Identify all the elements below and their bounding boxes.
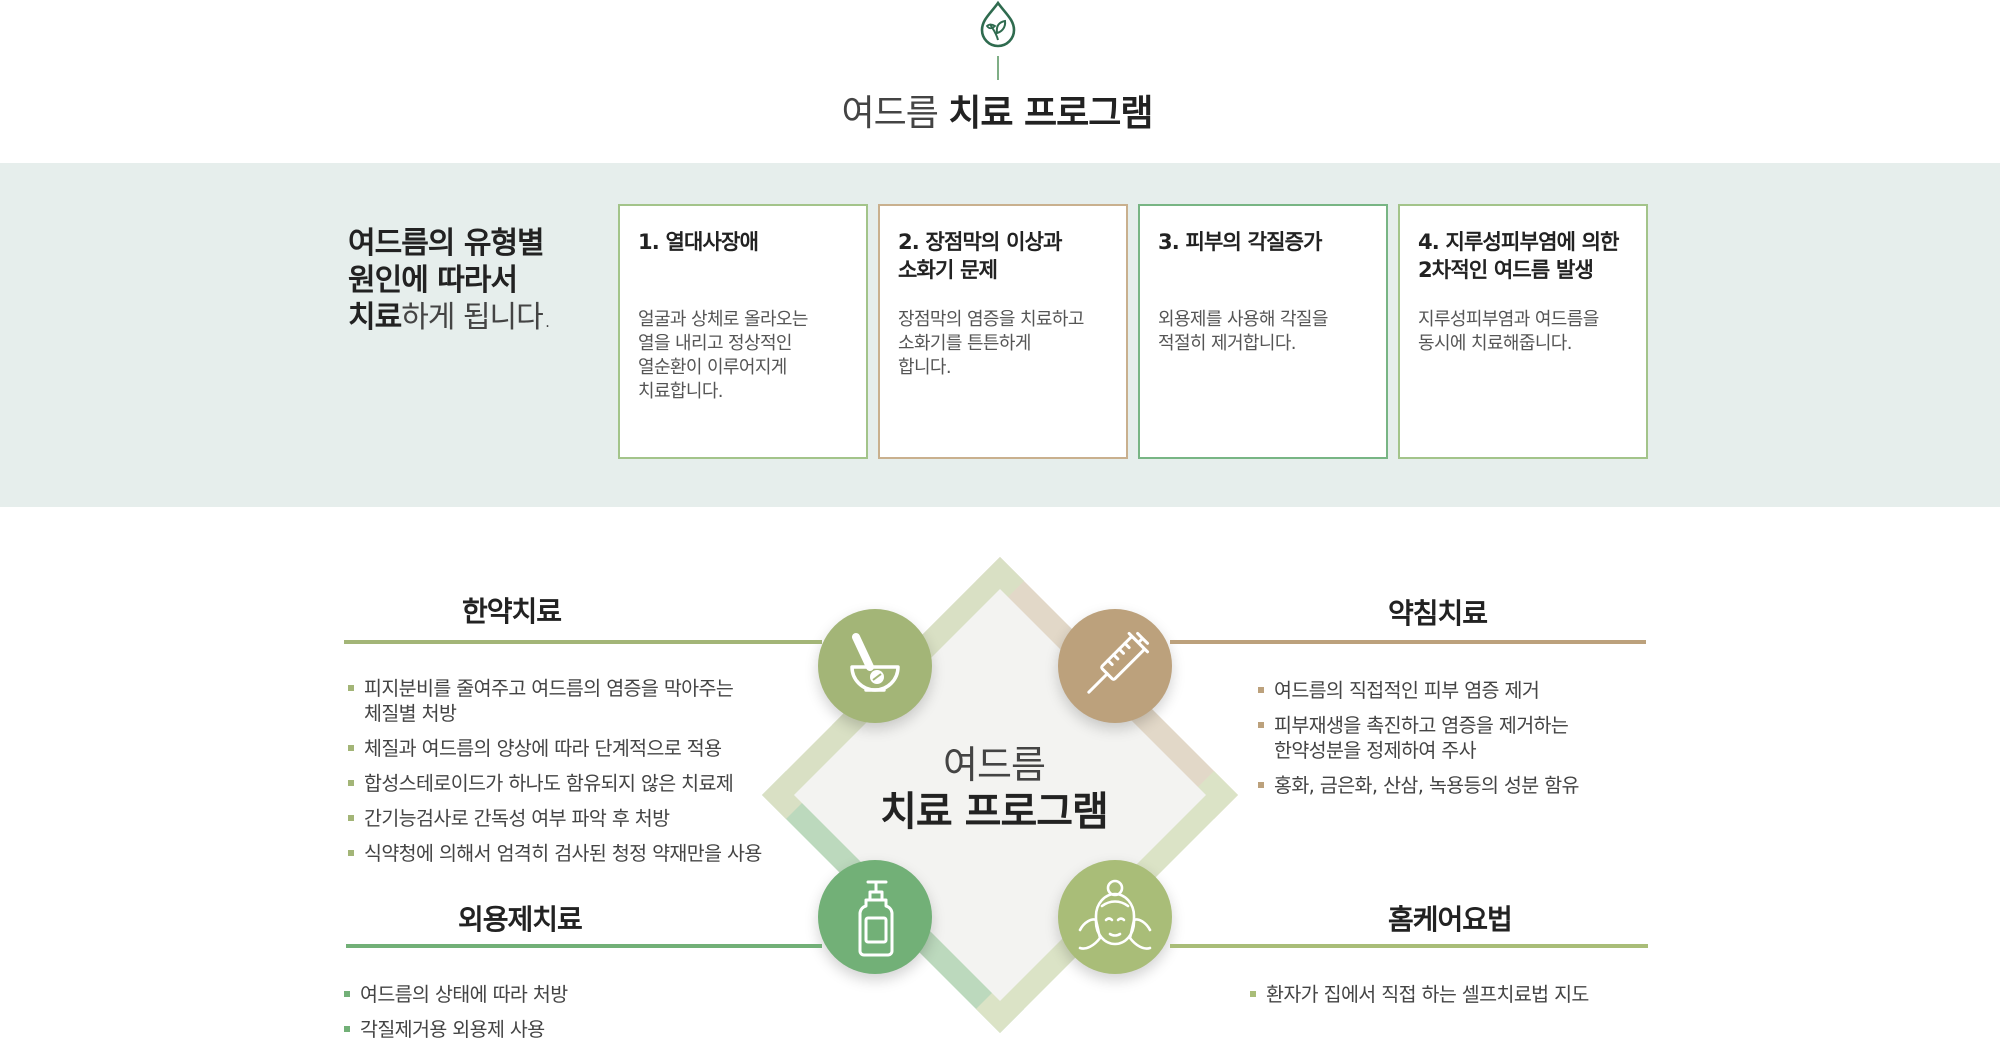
acne-type-card-3: 3. 피부의 각질증가 외용제를 사용해 각질을 적절히 제거합니다. [1138,204,1388,459]
leaf-drop-logo-icon [980,0,1016,48]
list-item: 식약청에 의해서 엄격히 검사된 청정 약재만을 사용 [348,841,762,866]
list-item: 체질과 여드름의 양상에 따라 단계적으로 적용 [348,736,762,761]
topical-treatment-badge [818,860,932,974]
acne-type-card-2: 2. 장점막의 이상과 소화기 문제 장점막의 염증을 치료하고 소화기를 튼튼… [878,204,1128,459]
homecare-treatment-title: 홈케어요법 [1388,903,1513,936]
card-description: 얼굴과 상체로 올라오는 열을 내리고 정상적인 열순환이 이루어지게 치료합니… [638,309,808,402]
topical-treatment-list: 여드름의 상태에 따라 처방 각질제거용 외용제 사용 [344,982,568,1040]
list-item: 홍화, 금은화, 산삼, 녹용등의 성분 함유 [1258,773,1579,798]
mortar-pestle-icon [850,633,900,692]
herbal-treatment-badge [818,609,932,723]
list-item: 피부재생을 촉진하고 염증을 제거하는 한약성분을 정제하여 주사 [1258,713,1579,763]
list-item: 여드름의 상태에 따라 처방 [344,982,568,1007]
program-center-title: 여드름 치료 프로그램 [880,743,1109,835]
homecare-treatment-badge [1058,860,1172,974]
list-item: 각질제거용 외용제 사용 [344,1017,568,1040]
page-header: 여드름 치료 프로그램 [0,0,2000,163]
list-item: 환자가 집에서 직접 하는 셀프치료법 지도 [1250,982,1589,1007]
acne-type-card-4: 4. 지루성피부염에 의한 2차적인 여드름 발생 지루성피부염과 여드름을 동… [1398,204,1648,459]
page-title: 여드름 치료 프로그램 [841,93,1153,134]
syringe-icon [1087,631,1150,694]
header-divider [997,56,999,80]
list-item: 피지분비를 줄여주고 여드름의 염증을 막아주는 체질별 처방 [348,676,762,726]
list-item: 합성스테로이드가 하나도 함유되지 않은 치료제 [348,771,762,796]
list-item: 여드름의 직접적인 피부 염증 제거 [1258,678,1579,703]
card-title: 4. 지루성피부염에 의한 2차적인 여드름 발생 [1418,230,1620,282]
face-massage-icon [1078,879,1152,950]
acupuncture-treatment-title: 약침치료 [1388,597,1488,630]
card-description: 지루성피부염과 여드름을 동시에 치료해줍니다. [1418,309,1599,354]
card-title: 1. 열대사장애 [638,230,759,254]
acupuncture-treatment-list: 여드름의 직접적인 피부 염증 제거 피부재생을 촉진하고 염증을 제거하는 한… [1258,678,1579,808]
acne-types-heading: 여드름의 유형별 원인에 따라서 치료하게 됩니다. [348,226,552,335]
acupuncture-treatment-divider [1170,640,1646,644]
list-item: 간기능검사로 간독성 여부 파악 후 처방 [348,806,762,831]
card-title: 3. 피부의 각질증가 [1158,230,1322,254]
homecare-treatment-divider [1170,944,1648,948]
topical-treatment-title: 외용제치료 [458,903,583,936]
card-description: 장점막의 염증을 치료하고 소화기를 튼튼하게 합니다. [898,309,1084,378]
herbal-treatment-divider [344,640,822,644]
acupuncture-treatment-badge [1058,609,1172,723]
acne-type-card-1: 1. 열대사장애 얼굴과 상체로 올라오는 열을 내리고 정상적인 열순환이 이… [618,204,868,459]
card-description: 외용제를 사용해 각질을 적절히 제거합니다. [1158,309,1328,354]
topical-treatment-divider [346,944,822,948]
pump-bottle-icon [858,880,894,957]
card-title: 2. 장점막의 이상과 소화기 문제 [898,230,1062,282]
herbal-treatment-title: 한약치료 [462,595,562,628]
homecare-treatment-list: 환자가 집에서 직접 하는 셀프치료법 지도 [1250,982,1589,1017]
herbal-treatment-list: 피지분비를 줄여주고 여드름의 염증을 막아주는 체질별 처방 체질과 여드름의… [348,676,762,876]
